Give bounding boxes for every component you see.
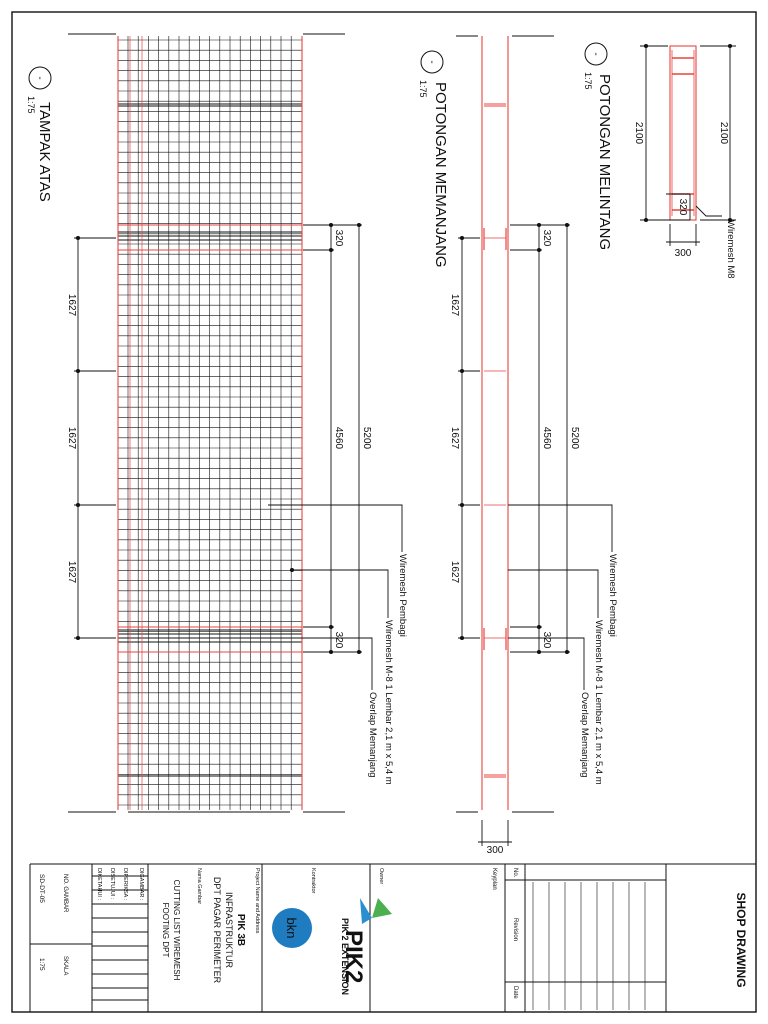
- plan-title: TAMPAK ATAS: [36, 102, 53, 202]
- cross-dims: [640, 43, 736, 246]
- long-label-wiremesh-pembagi: Wiremesh Pembagi: [607, 554, 618, 637]
- plan-dim-320-bottom: 320: [333, 632, 344, 649]
- cross-scale: 1:75: [583, 72, 593, 90]
- sheet-border: [11, 11, 757, 1013]
- plan-dim-4560: 4560: [333, 427, 344, 450]
- long-title: POTONGAN MEMANJANG: [432, 82, 449, 268]
- tb-skala-label: SKALA: [62, 956, 68, 975]
- pik2-logo: PIK2: [340, 898, 392, 983]
- tb-owner-name: PIK 2 EXTENSION: [340, 918, 350, 995]
- tb-scale-value: 1:75: [38, 958, 45, 971]
- plan-dim-5200: 5200: [361, 427, 372, 450]
- longitudinal-section: [481, 36, 509, 810]
- long-label-overlap: Overlap Memanjang: [579, 692, 590, 778]
- cross-section-marker: [584, 42, 608, 66]
- long-dim-chain-left: [458, 235, 480, 641]
- long-dim-300-text: 300: [487, 845, 504, 856]
- cross-dim-320: 320: [677, 199, 688, 216]
- plan-marker-dash: -: [34, 76, 45, 79]
- svg-text:PIK2: PIK2: [340, 930, 367, 983]
- tb-no-gambar-label: NO. GAMBAR: [62, 874, 68, 913]
- tb-diketahui: DIKETAHUI :: [96, 868, 102, 900]
- long-dim-300: [478, 820, 512, 846]
- longitudinal-ticks: [456, 35, 554, 813]
- long-dim-chain-right: [510, 222, 570, 655]
- cross-dim-2100-right: 2100: [718, 122, 729, 145]
- tampak-atas-mesh: [117, 36, 303, 810]
- long-scale: 1:75: [418, 80, 428, 98]
- long-dim-1627-a: 1627: [449, 294, 460, 317]
- bkn-logo: bkn: [272, 908, 312, 948]
- long-label-wiremesh-m8-sheet: Wiremesh M-8 1 Lembar 2,1 m x 5,4 m: [593, 620, 604, 785]
- plan-label-wiremesh-m8-sheet: Wiremesh M-8 1 Lembar 2,1 m x 5,4 m: [383, 620, 394, 785]
- long-dim-320-top: 320: [541, 230, 552, 247]
- tb-project-line1: PIK 3B: [235, 914, 246, 946]
- long-section-marker: [420, 50, 444, 74]
- plan-section-marker: [28, 66, 52, 90]
- long-leaders: [508, 504, 613, 690]
- long-dim-1627-b: 1627: [449, 427, 460, 450]
- long-dim-4560: 4560: [541, 427, 552, 450]
- tb-revision: Revision: [512, 918, 518, 941]
- long-marker-dash: -: [426, 60, 437, 63]
- tb-disetujui: DISETUJUI :: [109, 868, 115, 900]
- tb-drawing-label: Nama Gambar: [196, 868, 202, 904]
- long-dim-5200: 5200: [569, 427, 580, 450]
- tb-owner-label: Owner: [378, 868, 384, 884]
- long-dim-1627-c: 1627: [449, 561, 460, 584]
- tb-project-line2: INFRASTRUKTUR: [224, 892, 234, 968]
- plan-label-wiremesh-pembagi: Wiremesh Pembagi: [397, 554, 408, 637]
- tb-digambar: DIGAMBAR :: [138, 868, 144, 901]
- title-block-frame: [29, 863, 756, 1012]
- plan-dim-320-top: 320: [333, 230, 344, 247]
- cross-title: POTONGAN MELINTANG: [596, 74, 613, 250]
- cross-dim-300: 300: [675, 248, 692, 259]
- tb-date: Date: [512, 986, 518, 999]
- plan-top-ticks: [68, 33, 345, 813]
- tb-drawing-no: SD-DT-05: [38, 874, 45, 903]
- plan-dim-chain-left: [74, 235, 116, 641]
- long-dim-320-bottom: 320: [541, 632, 552, 649]
- tb-project-line3: DPT PAGAR PERIMETER: [212, 877, 222, 984]
- cross-label-wiremesh-m8: Wiremesh M8: [725, 220, 736, 279]
- plan-dim-chain-right: [303, 222, 362, 655]
- tb-drawing-line1: CUTTING LIST WIREMESH: [172, 880, 181, 981]
- cross-marker-dash: -: [590, 52, 601, 55]
- plan-dim-1627-b: 1627: [66, 427, 77, 450]
- svg-text:bkn: bkn: [284, 918, 299, 939]
- plan-leaders: [268, 504, 403, 690]
- tb-heading: SHOP DRAWING: [734, 892, 748, 987]
- plan-dim-1627-c: 1627: [66, 561, 77, 584]
- plan-label-overlap: Overlap Memanjang: [367, 692, 378, 778]
- plan-dim-1627-a: 1627: [66, 294, 77, 317]
- tb-rev-no: No.: [512, 868, 518, 878]
- tb-contractor-label: Kontraktor: [310, 868, 316, 894]
- tb-keyplan: Keyplan: [491, 868, 497, 890]
- tb-drawing-line2: FOOTING DPT: [161, 903, 170, 958]
- tb-project-label: Project Name and Address: [254, 868, 260, 934]
- plan-scale: 1:75: [26, 96, 36, 114]
- cross-dim-2100-left: 2100: [633, 122, 644, 145]
- tb-diperiksa: DIPERIKSA :: [122, 868, 128, 901]
